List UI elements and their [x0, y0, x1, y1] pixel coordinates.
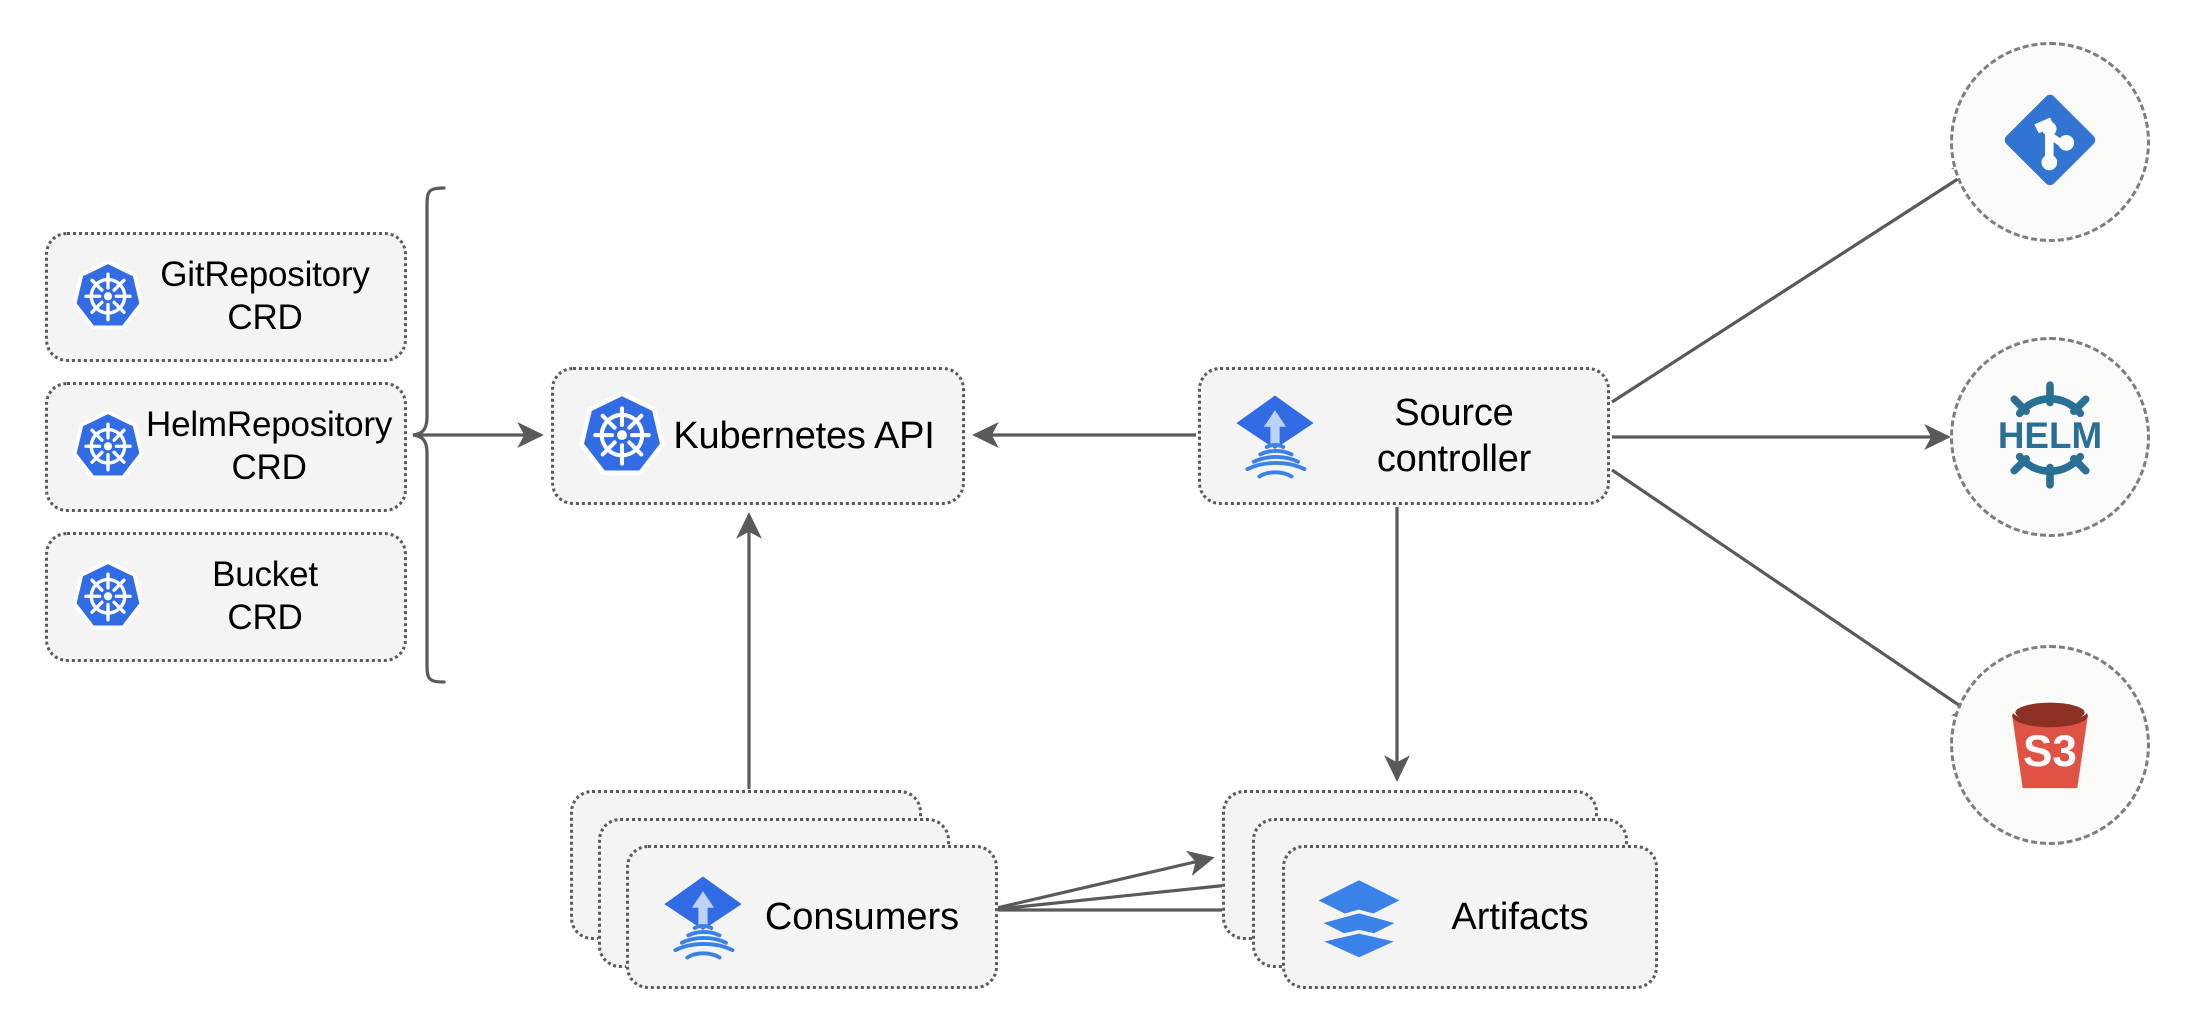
- edge-consumers-to-artifacts-mid: [987, 872, 1251, 912]
- flux-icon: [1229, 390, 1321, 482]
- external-s3[interactable]: S3: [1950, 645, 2150, 845]
- s3-bucket-icon: S3: [1987, 680, 2113, 811]
- external-git[interactable]: [1950, 42, 2150, 242]
- helm-icon: HELM: [1985, 370, 2115, 505]
- edge-source-controller-to-s3: [1611, 468, 1981, 720]
- crd-group-bracket: [412, 186, 446, 684]
- node-helmrepository-crd[interactable]: HelmRepository CRD: [45, 382, 407, 512]
- node-bucket-crd[interactable]: Bucket CRD: [45, 532, 407, 662]
- layers-icon: [1313, 871, 1405, 963]
- node-source-controller[interactable]: Source controller: [1198, 367, 1610, 505]
- kubernetes-icon: [70, 559, 146, 635]
- node-label: Bucket CRD: [212, 555, 318, 637]
- edge-consumers-to-artifacts-back: [987, 850, 1215, 912]
- node-label: Source controller: [1376, 391, 1532, 480]
- kubernetes-icon: [70, 409, 146, 485]
- node-consumers[interactable]: Consumers: [570, 790, 1000, 990]
- node-kubernetes-api[interactable]: Kubernetes API: [551, 367, 965, 505]
- node-label: GitRepository CRD: [160, 255, 370, 337]
- node-label: HelmRepository CRD: [146, 405, 393, 487]
- node-gitrepository-crd[interactable]: GitRepository CRD: [45, 232, 407, 362]
- git-icon: [1994, 84, 2106, 201]
- node-label: Kubernetes API: [673, 414, 935, 457]
- node-label: Artifacts: [1451, 895, 1589, 938]
- kubernetes-icon: [576, 390, 668, 482]
- edge-source-controller-to-git: [1611, 164, 1981, 404]
- consumers-front-card[interactable]: Consumers: [626, 845, 998, 989]
- node-label: Consumers: [764, 895, 960, 938]
- external-helm[interactable]: HELM: [1950, 337, 2150, 537]
- kubernetes-icon: [70, 259, 146, 335]
- helm-label: HELM: [1998, 415, 2102, 456]
- artifacts-front-card[interactable]: Artifacts: [1282, 845, 1658, 989]
- node-artifacts[interactable]: Artifacts: [1222, 790, 1662, 990]
- flux-icon: [657, 871, 749, 963]
- s3-label: S3: [2023, 727, 2077, 776]
